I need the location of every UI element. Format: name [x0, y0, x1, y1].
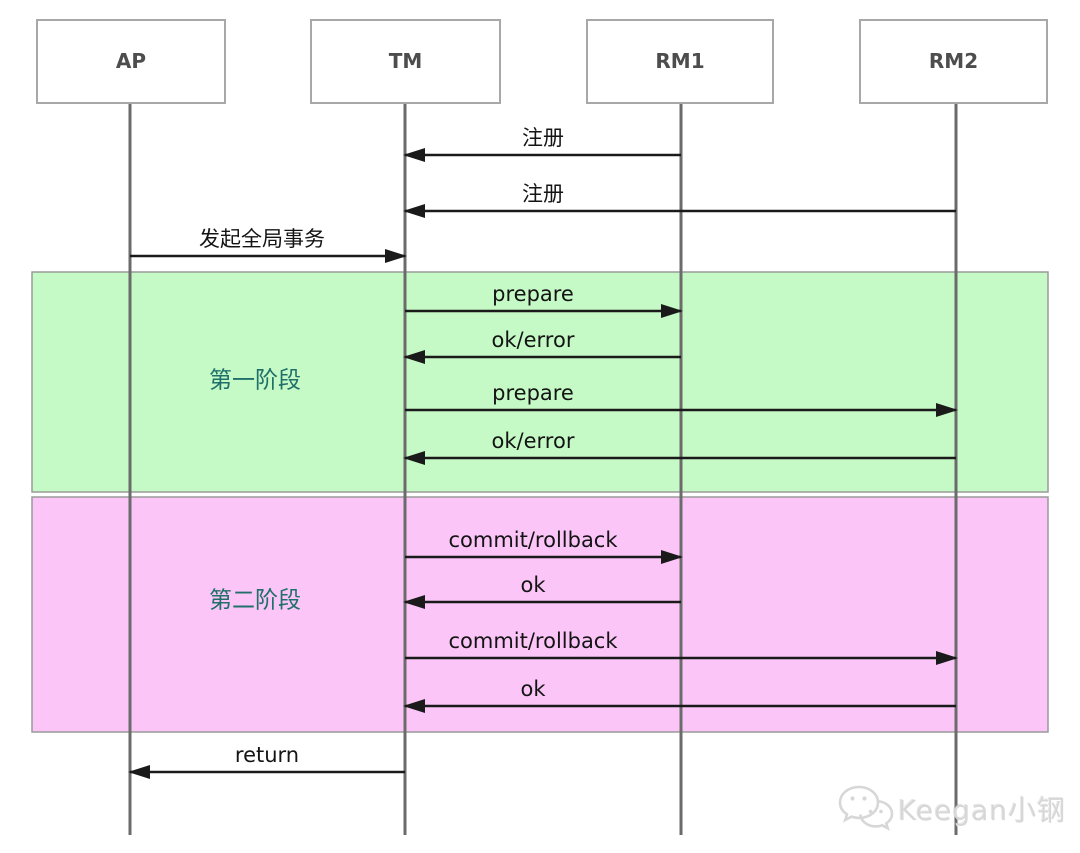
message-label-3: prepare [492, 282, 574, 306]
message-label-4: ok/error [492, 328, 575, 352]
actor-label-tm: TM [389, 49, 423, 73]
message-label-11: return [235, 743, 299, 767]
message-label-5: prepare [492, 381, 574, 405]
message-label-6: ok/error [492, 429, 575, 453]
phase-region-phase2 [31, 496, 1049, 733]
watermark-text: Keegan小钢 [898, 794, 1067, 827]
message-label-0: 注册 [522, 126, 564, 150]
wechat-icon [838, 785, 894, 831]
phase-label-phase1: 第一阶段 [209, 368, 301, 394]
message-label-8: ok [520, 573, 546, 597]
message-label-2: 发起全局事务 [199, 227, 325, 251]
phase-region-phase1 [31, 271, 1049, 493]
phase-label-phase2: 第二阶段 [209, 588, 301, 614]
actor-box-ap [36, 19, 226, 104]
message-label-10: ok [520, 677, 546, 701]
watermark: Keegan小钢 [836, 780, 1066, 838]
message-label-9: commit/rollback [448, 629, 618, 653]
actor-label-rm1: RM1 [655, 49, 704, 73]
actor-box-tm [310, 19, 501, 104]
actor-label-rm2: RM2 [929, 49, 978, 73]
actor-box-rm2 [859, 19, 1048, 104]
message-label-7: commit/rollback [448, 528, 618, 552]
actor-box-rm1 [586, 19, 774, 104]
message-label-1: 注册 [522, 182, 564, 206]
actor-label-ap: AP [116, 49, 146, 73]
